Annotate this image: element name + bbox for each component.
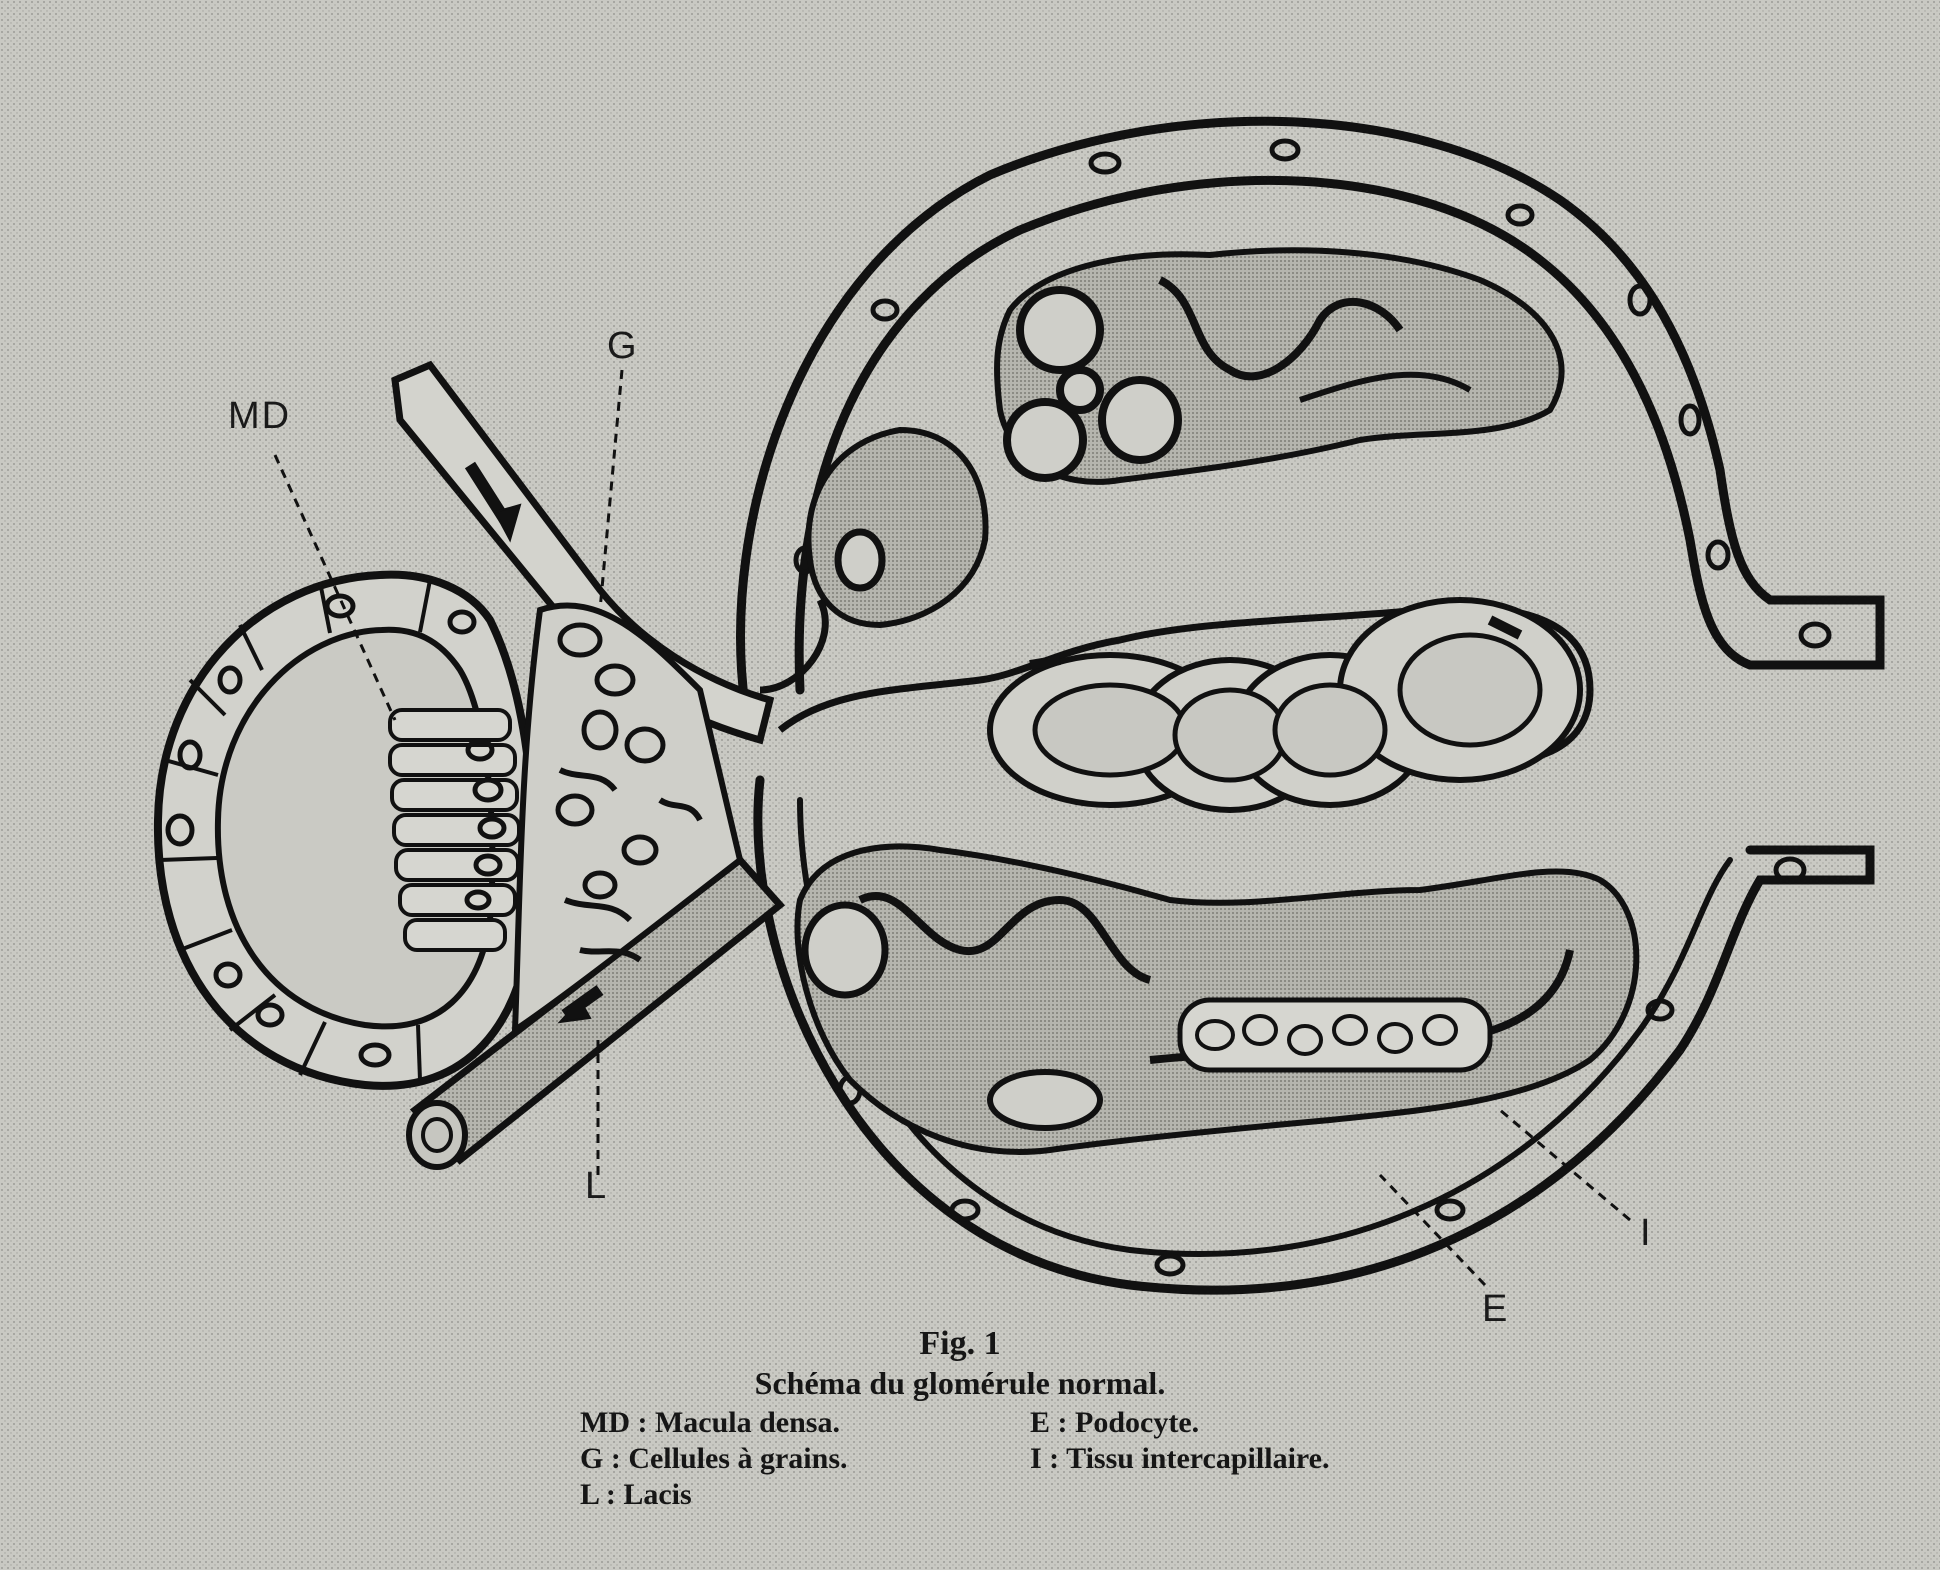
caption-legend: MD : Macula densa. G : Cellules à grains…: [560, 1406, 1460, 1526]
legend-item-l: L : Lacis: [580, 1478, 692, 1512]
figure-caption: Fig. 1 Schéma du glomérule normal. MD : …: [560, 1325, 1460, 1526]
legend-item-g: G : Cellules à grains.: [580, 1442, 848, 1476]
label-e: E: [1482, 1288, 1509, 1331]
legend-item-e: E : Podocyte.: [1030, 1406, 1199, 1440]
legend-item-md: MD : Macula densa.: [580, 1406, 840, 1440]
label-l: L: [585, 1165, 608, 1208]
caption-title: Fig. 1: [560, 1325, 1360, 1363]
legend-item-i: I : Tissu intercapillaire.: [1030, 1442, 1330, 1476]
label-i: I: [1640, 1212, 1653, 1255]
label-md: MD: [228, 395, 291, 438]
label-g: G: [607, 325, 639, 368]
caption-subtitle: Schéma du glomérule normal.: [560, 1365, 1360, 1402]
